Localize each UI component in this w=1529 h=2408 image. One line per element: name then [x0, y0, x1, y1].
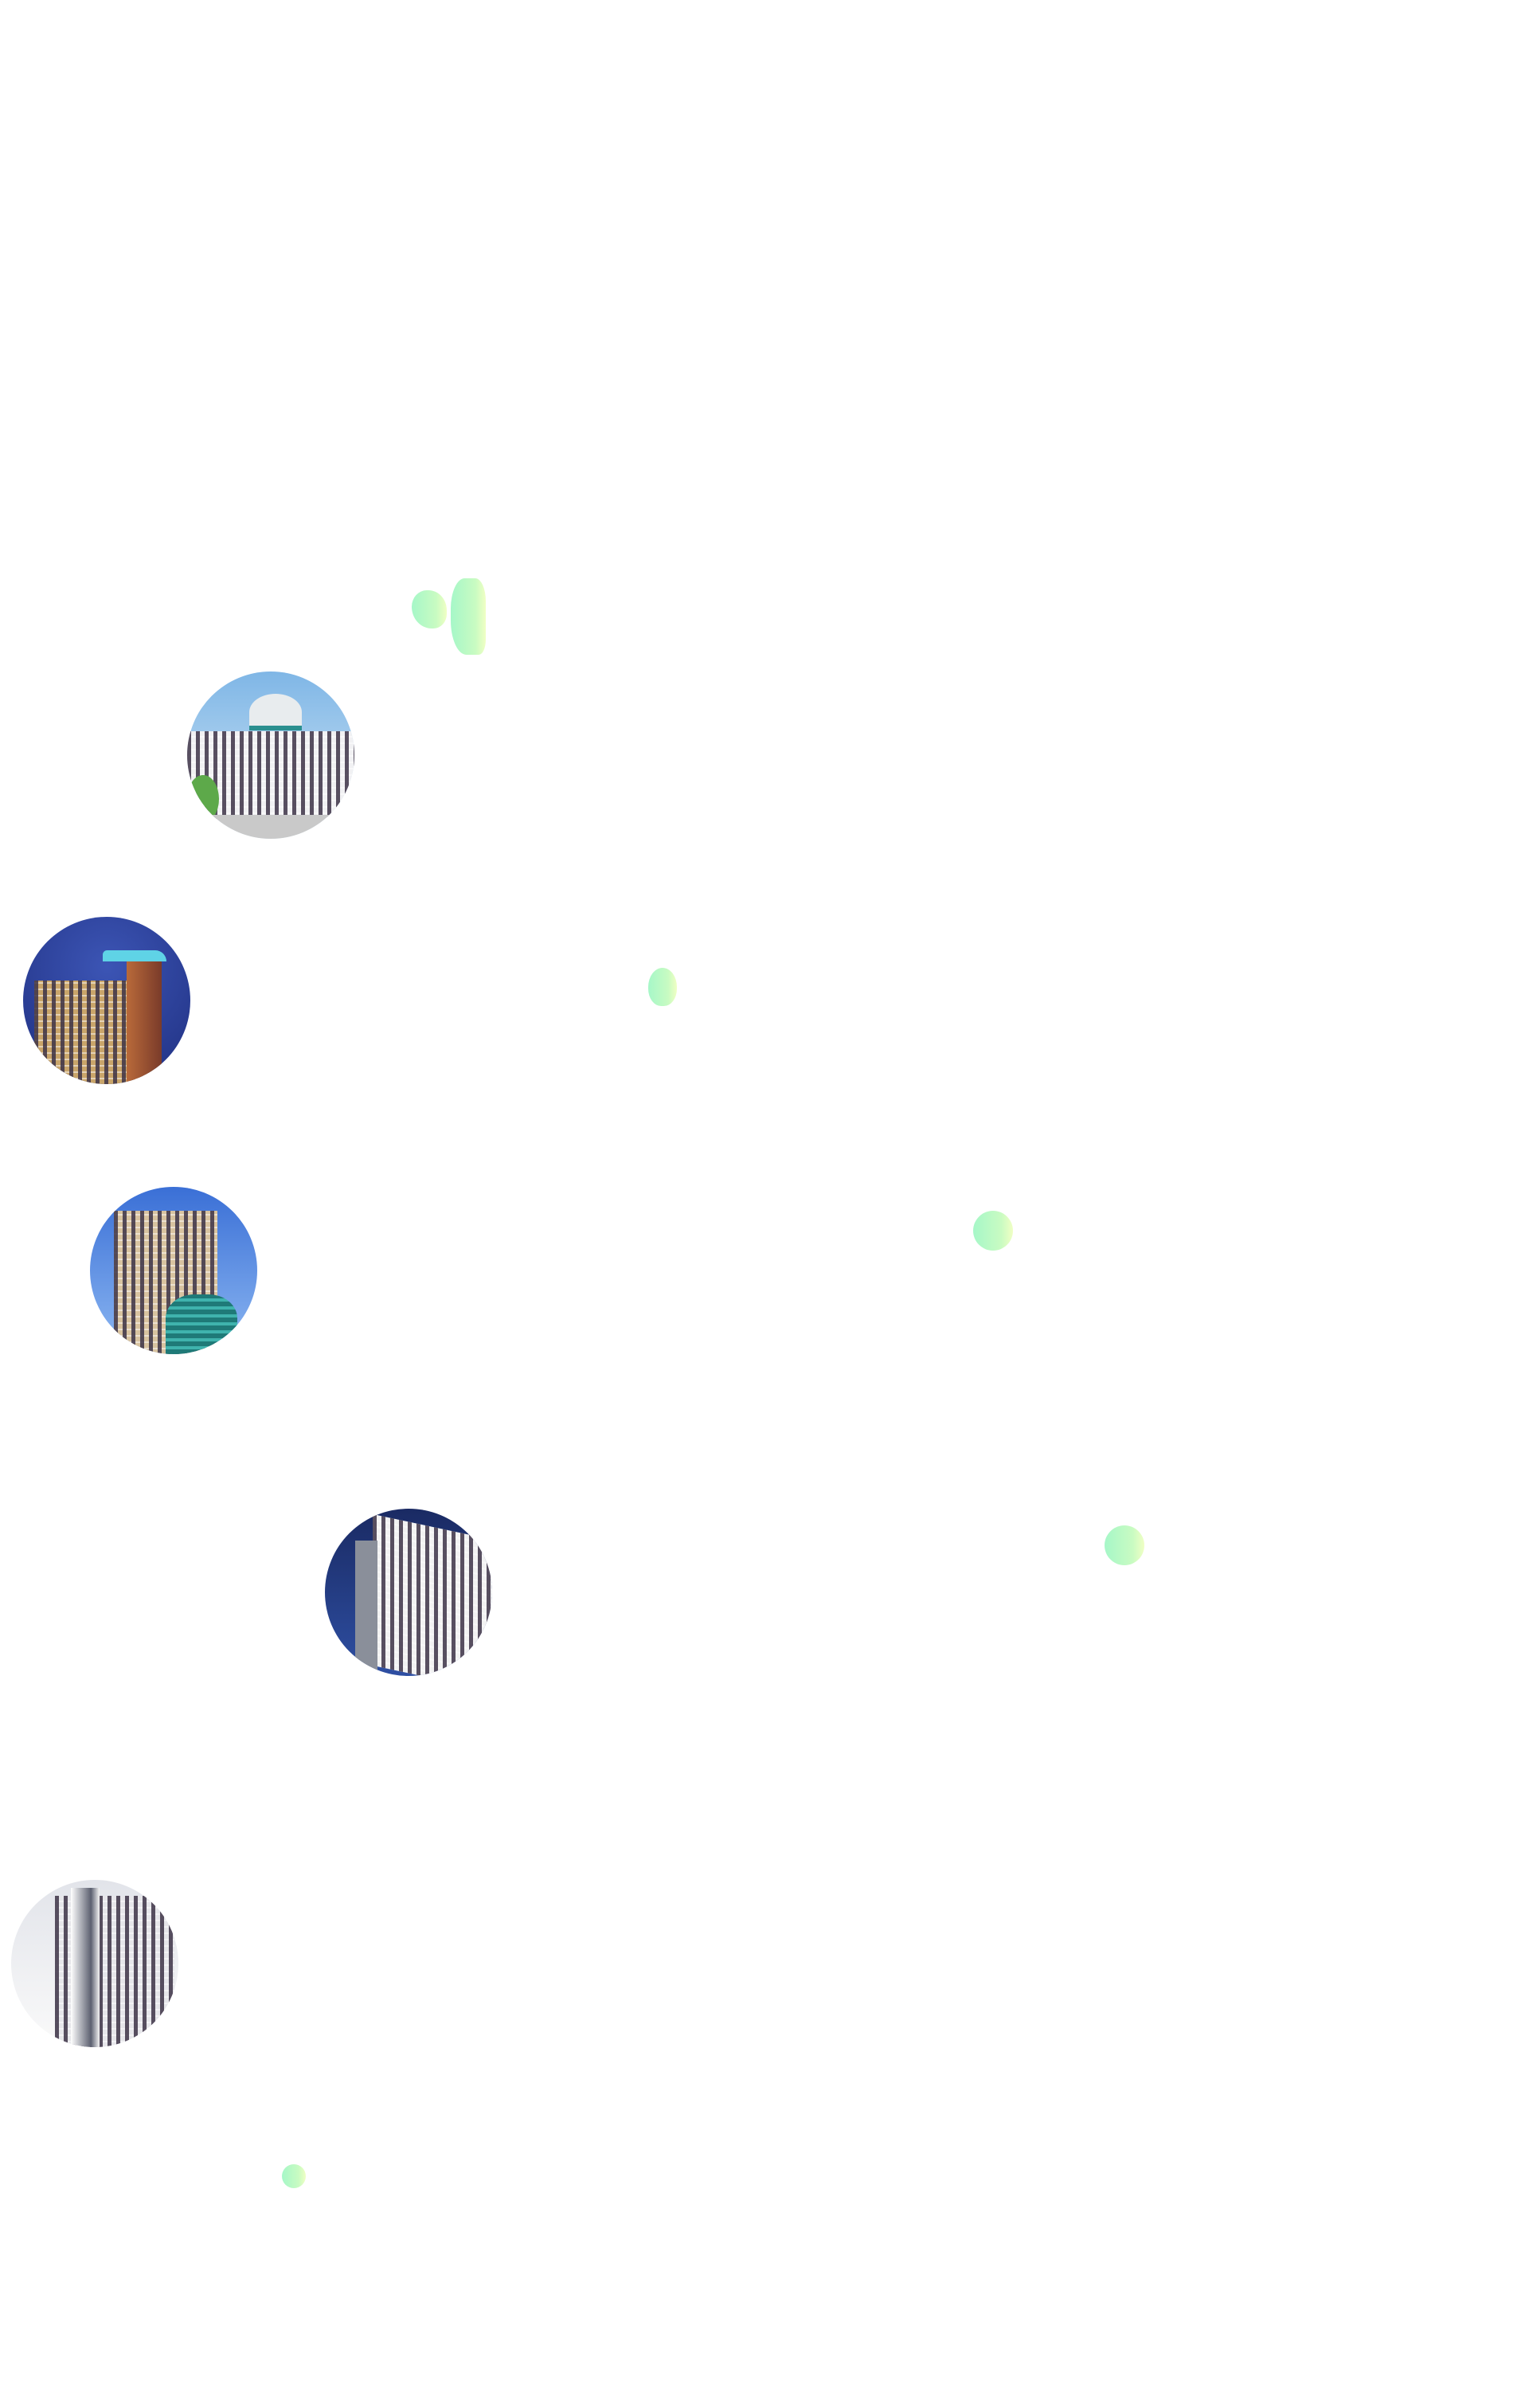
building-roof	[103, 950, 166, 961]
building-tower	[127, 957, 162, 1084]
hotel-photo-2[interactable]	[23, 917, 190, 1084]
building-image	[187, 731, 354, 819]
hotel-photo-4[interactable]	[325, 1509, 492, 1676]
building-image	[373, 1513, 492, 1676]
decorative-blob	[412, 590, 447, 628]
decorative-blob	[451, 578, 486, 655]
ground-image	[187, 815, 354, 839]
building-cylinder	[166, 1294, 237, 1354]
decorative-blob	[1105, 1525, 1144, 1565]
decorative-blob	[973, 1211, 1013, 1251]
hotel-photo-5[interactable]	[11, 1880, 178, 2047]
decorative-blob	[648, 968, 677, 1006]
building-dome	[249, 694, 302, 730]
hotel-photo-1[interactable]	[187, 671, 354, 839]
decorative-blob	[282, 2164, 306, 2188]
building-side	[355, 1541, 377, 1676]
hotel-photo-3[interactable]	[90, 1187, 257, 1354]
building-core	[71, 1888, 100, 2047]
